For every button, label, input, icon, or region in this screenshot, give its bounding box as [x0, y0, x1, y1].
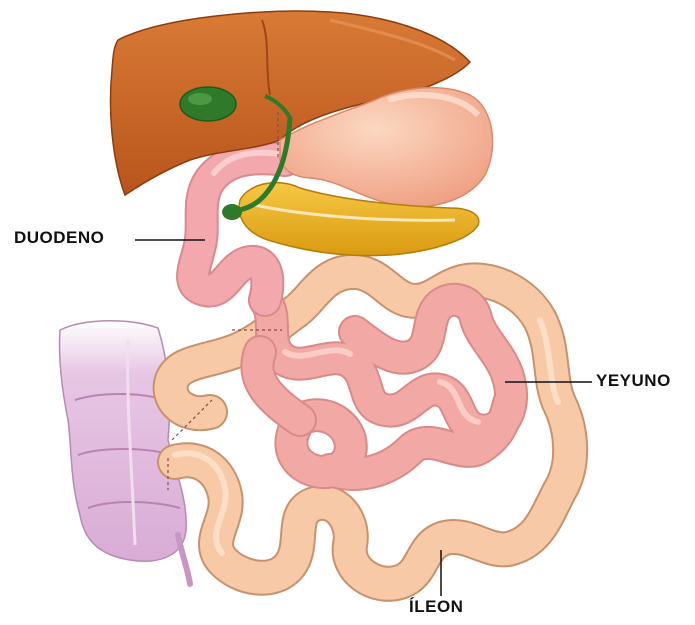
label-duodeno: DUODENO [14, 228, 104, 248]
label-ileon: ÍLEON [409, 597, 463, 617]
label-yeyuno: YEYUNO [596, 371, 671, 391]
